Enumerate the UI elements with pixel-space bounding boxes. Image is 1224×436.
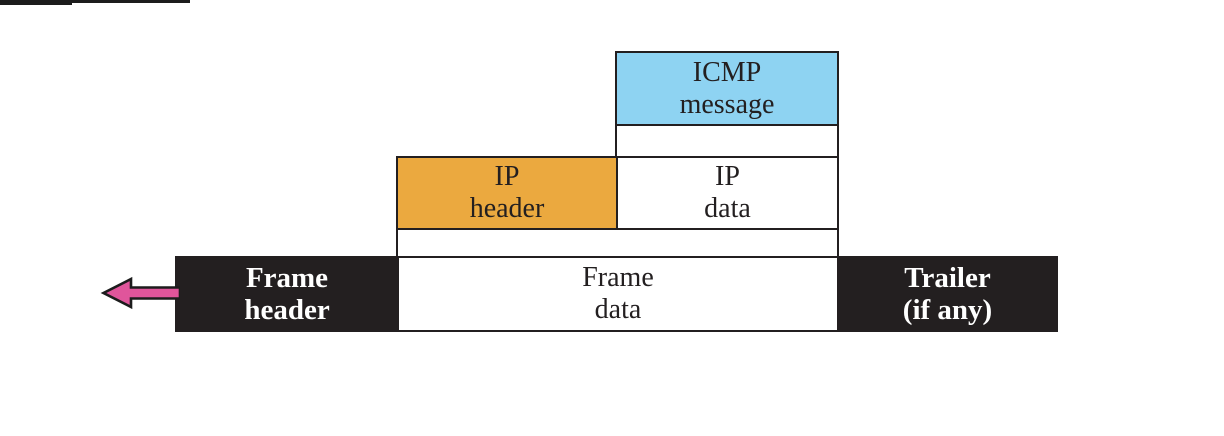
icmp-offset-strip [615, 124, 839, 158]
frame-data-label-line2: data [594, 294, 642, 325]
frame-header-label-line1: Frame [245, 261, 329, 294]
icmp-message-label-line2: message [679, 88, 775, 120]
ip-header-label-line2: header [469, 193, 545, 224]
stray-rule-fragment [0, 0, 72, 5]
left-arrow-shape [100, 276, 182, 310]
trailer-box: Trailer (if any) [837, 256, 1058, 332]
ip-data-label-line1: IP [715, 161, 740, 193]
ip-offset-strip [396, 228, 839, 258]
icmp-message-box: ICMP message [615, 51, 839, 126]
trailer-label-line2: (if any) [902, 294, 993, 326]
icmp-message-label-line1: ICMP [692, 56, 762, 88]
ip-data-box: IP data [616, 156, 839, 230]
ip-header-label-line1: IP [494, 161, 520, 193]
frame-header-box: Frame header [175, 256, 399, 332]
frame-data-label-line1: Frame [582, 262, 654, 294]
frame-header-label-line2: header [244, 294, 330, 326]
left-arrow-icon [100, 276, 182, 310]
ip-data-label-line2: data [704, 193, 751, 224]
frame-data-box: Frame data [397, 256, 839, 332]
trailer-label-line1: Trailer [904, 261, 991, 294]
stray-rule-fragment [72, 0, 190, 3]
ip-header-box: IP header [396, 156, 618, 230]
